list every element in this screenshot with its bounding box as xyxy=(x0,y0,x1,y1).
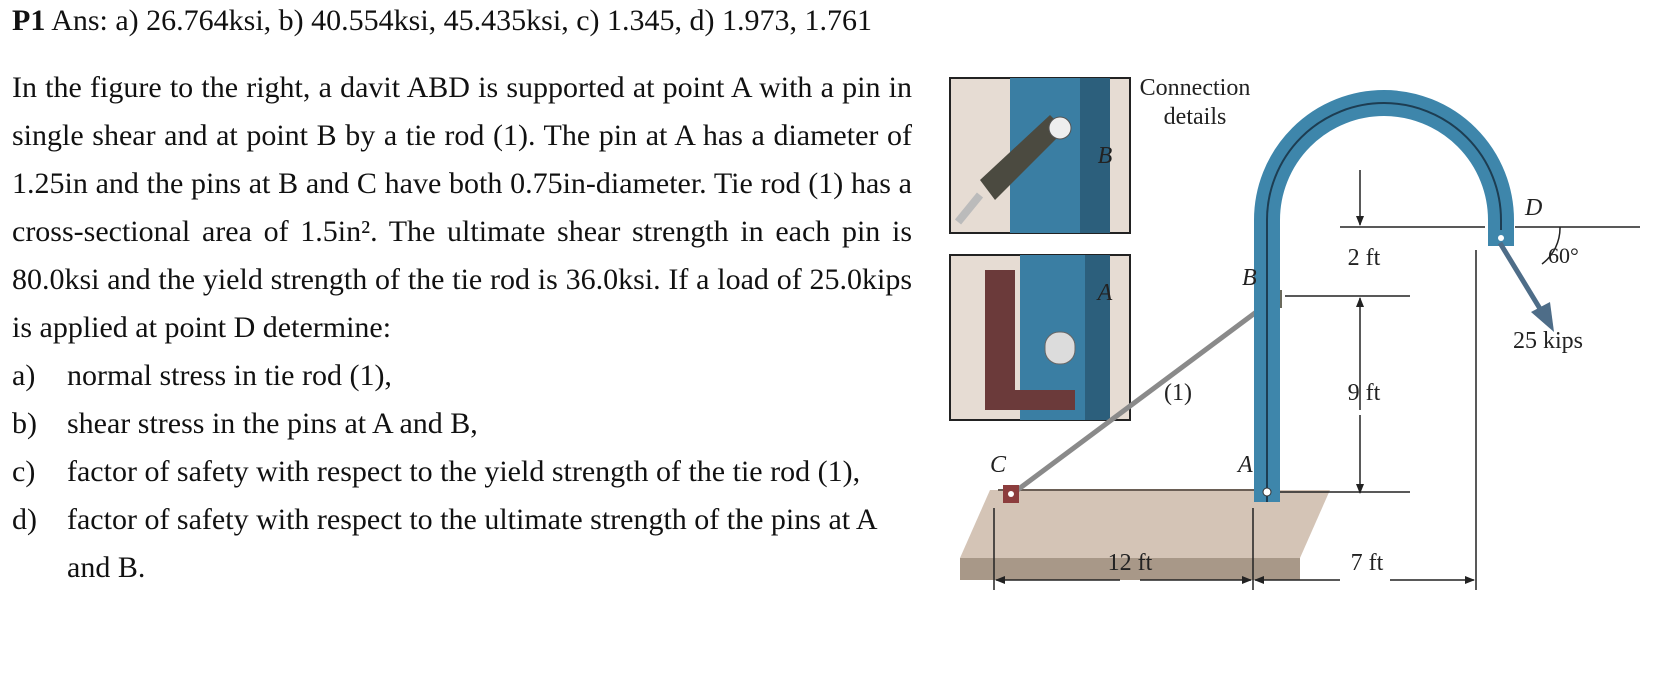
davit-figure: Connection details B A B A C D (1) 2 ft … xyxy=(949,75,1640,590)
load-arrow-head xyxy=(1531,302,1554,332)
question-d: d) factor of safety with respect to the u… xyxy=(12,496,912,592)
question-text: factor of safety with respect to the yie… xyxy=(67,455,861,488)
inset-b-label: B xyxy=(1098,143,1113,169)
tie-rod xyxy=(1010,295,1277,497)
question-text: factor of safety with respect to the ult… xyxy=(67,503,876,584)
inset-pin-b xyxy=(949,77,1131,234)
pin-a xyxy=(1262,487,1272,497)
point-c-label: C xyxy=(990,452,1007,478)
problem-statement: In the figure to the right, a davit ABD … xyxy=(12,64,912,592)
connection-label: Connection xyxy=(1140,75,1251,101)
question-label: d) xyxy=(12,503,37,536)
question-c: c) factor of safety with respect to the y… xyxy=(12,448,912,496)
base-plate xyxy=(960,489,1330,580)
angle-arc xyxy=(1541,226,1561,265)
problem-intro: In the figure to the right, a davit ABD … xyxy=(12,71,912,344)
inset-a-label: A xyxy=(1096,280,1113,306)
question-label: c) xyxy=(12,455,36,488)
pin-d xyxy=(1498,235,1504,241)
load-arrow-shaft xyxy=(1497,241,1545,314)
question-label: b) xyxy=(12,407,37,440)
dim-12ft-label: 12 ft xyxy=(1108,550,1153,576)
pin-c xyxy=(1008,491,1014,497)
problem-id: P1 xyxy=(12,4,46,37)
question-text: normal stress in tie rod (1), xyxy=(67,359,392,392)
question-label: a) xyxy=(12,359,36,392)
dim-2ft-label: 2 ft xyxy=(1348,245,1381,271)
rod-label: (1) xyxy=(1164,380,1192,406)
point-d-label: D xyxy=(1524,195,1542,221)
question-a: a) normal stress in tie rod (1), xyxy=(12,352,912,400)
inset-pin-a xyxy=(949,254,1131,421)
dim-9ft-label: 9 ft xyxy=(1348,380,1381,406)
angle-label: 60° xyxy=(1548,243,1579,268)
davit xyxy=(1254,90,1514,502)
answer-line: P1 Ans: a) 26.764ksi, b) 40.554ksi, 45.4… xyxy=(12,4,872,38)
question-text: shear stress in the pins at A and B, xyxy=(67,407,478,440)
question-b: b) shear stress in the pins at A and B, xyxy=(12,400,912,448)
point-a-label: A xyxy=(1236,452,1253,478)
dim-7ft-label: 7 ft xyxy=(1351,550,1384,576)
point-b-label: B xyxy=(1242,265,1257,291)
question-list: a) normal stress in tie rod (1), b) shear … xyxy=(12,352,912,592)
answers-text: Ans: a) 26.764ksi, b) 40.554ksi, 45.435k… xyxy=(51,4,872,37)
load-label: 25 kips xyxy=(1513,328,1583,354)
connection-label: details xyxy=(1164,104,1227,130)
